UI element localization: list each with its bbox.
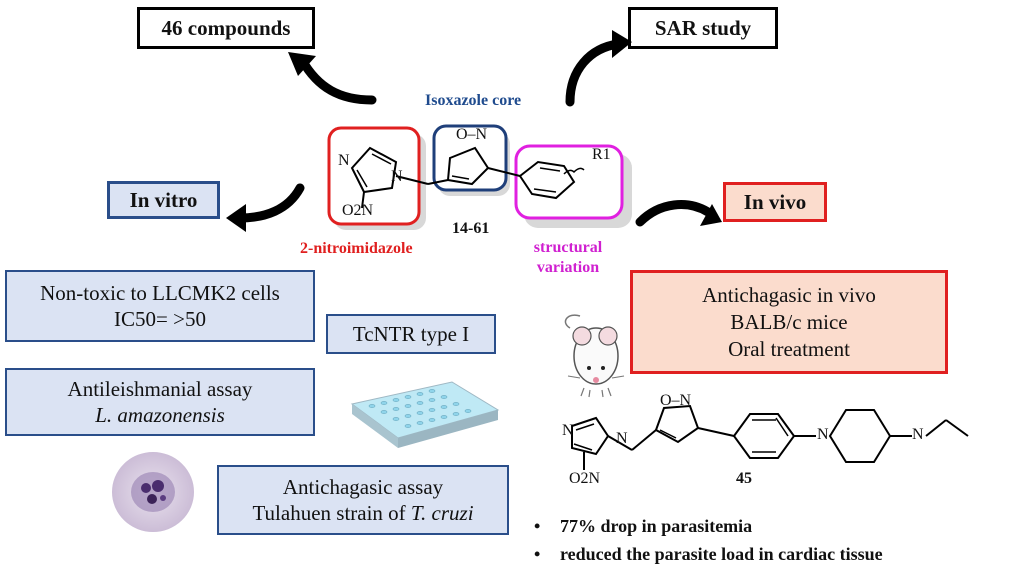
antichagasic-assay-box: Antichagasic assay Tulahuen strain of T.… <box>217 465 509 535</box>
in-vivo-line1: Antichagasic in vivo <box>702 282 876 307</box>
in-vitro-heading-box: In vitro <box>107 181 220 219</box>
compound-45-no2-label: O2N <box>569 470 601 487</box>
isoxazole-core-label: Isoxazole core <box>425 92 522 109</box>
arrow-to-compounds-head <box>288 52 316 76</box>
nitroimidazole-label: 2-nitroimidazole <box>300 240 413 257</box>
in-vivo-line2: BALB/c mice <box>730 309 848 334</box>
piperazine-n1-label: N <box>817 426 829 443</box>
r1-label: R1 <box>592 146 611 163</box>
arrow-to-sar-head <box>612 30 632 58</box>
structural-variation-line2: variation <box>536 259 600 276</box>
in-vivo-details-box: Antichagasic in vivo BALB/c mice Oral tr… <box>630 270 948 374</box>
sar-study-label: SAR study <box>654 15 752 40</box>
variation-box <box>514 144 624 220</box>
compounds-count-label: 46 compounds <box>161 15 291 40</box>
imidazole-n-label: N <box>338 152 350 169</box>
toxicity-line2: IC50= >50 <box>114 307 206 331</box>
parasite-cell-image <box>110 450 196 534</box>
arrow-to-sar <box>565 39 623 107</box>
result-bullet-parasitemia: 77% drop in parasitemia <box>534 512 1014 540</box>
tcntr-label: TcNTR type I <box>352 322 470 346</box>
compound-45-n-label: N <box>562 422 574 439</box>
structural-variation-label: structural variation <box>528 238 608 278</box>
antichagasic-line2-species: T. cruzi <box>410 501 474 525</box>
toxicity-line1: Non-toxic to LLCMK2 cells <box>40 281 280 305</box>
arrow-to-in-vitro-head <box>226 204 246 232</box>
compounds-count-box: 46 compounds <box>137 7 315 49</box>
imidazole-n2-label: N <box>391 168 403 185</box>
isoxazole-box <box>432 124 508 192</box>
in-vitro-heading: In vitro <box>129 187 198 212</box>
arrow-to-in-vitro <box>235 183 305 223</box>
mouse-icon <box>564 314 625 398</box>
arrow-to-in-vivo-head <box>700 204 722 226</box>
antileishmanial-line1: Antileishmanial assay <box>67 377 253 401</box>
result-bullet-cardiac: reduced the parasite load in cardiac tis… <box>534 540 1014 568</box>
nitroimidazole-box <box>327 126 421 226</box>
antichagasic-line1: Antichagasic assay <box>282 475 444 499</box>
microplate-icon <box>350 381 500 448</box>
antichagasic-line2: Tulahuen strain of T. cruzi <box>252 500 473 526</box>
nitro-group-label: O2N <box>342 202 374 219</box>
compound-45-number: 45 <box>736 470 752 487</box>
in-vivo-line3: Oral treatment <box>728 336 850 361</box>
arrow-to-compounds <box>297 55 377 105</box>
in-vivo-heading-box: In vivo <box>723 182 827 222</box>
antileishmanial-line2: L. amazonensis <box>95 403 225 427</box>
in-vivo-results-list: 77% drop in parasitemia reduced the para… <box>534 512 1014 568</box>
toxicity-box: Non-toxic to LLCMK2 cells IC50= >50 <box>5 270 315 342</box>
sar-study-box: SAR study <box>628 7 778 49</box>
core-structure <box>327 124 632 230</box>
antichagasic-line2-prefix: Tulahuen strain of <box>252 501 411 525</box>
piperazine-n2-label: N <box>912 426 924 443</box>
isoxazole-o-n-label: O–N <box>456 126 488 143</box>
compound-45-n2-label: N <box>616 430 628 447</box>
in-vivo-heading: In vivo <box>743 189 807 214</box>
antileishmanial-box: Antileishmanial assay L. amazonensis <box>5 368 315 436</box>
compound-45-structure <box>571 404 969 470</box>
structural-variation-line1: structural <box>533 239 603 256</box>
arrow-to-in-vivo <box>635 200 713 227</box>
compound-45-o-n-label: O–N <box>660 392 692 409</box>
tcntr-box: TcNTR type I <box>326 314 496 354</box>
compound-range-label: 14-61 <box>452 220 490 237</box>
